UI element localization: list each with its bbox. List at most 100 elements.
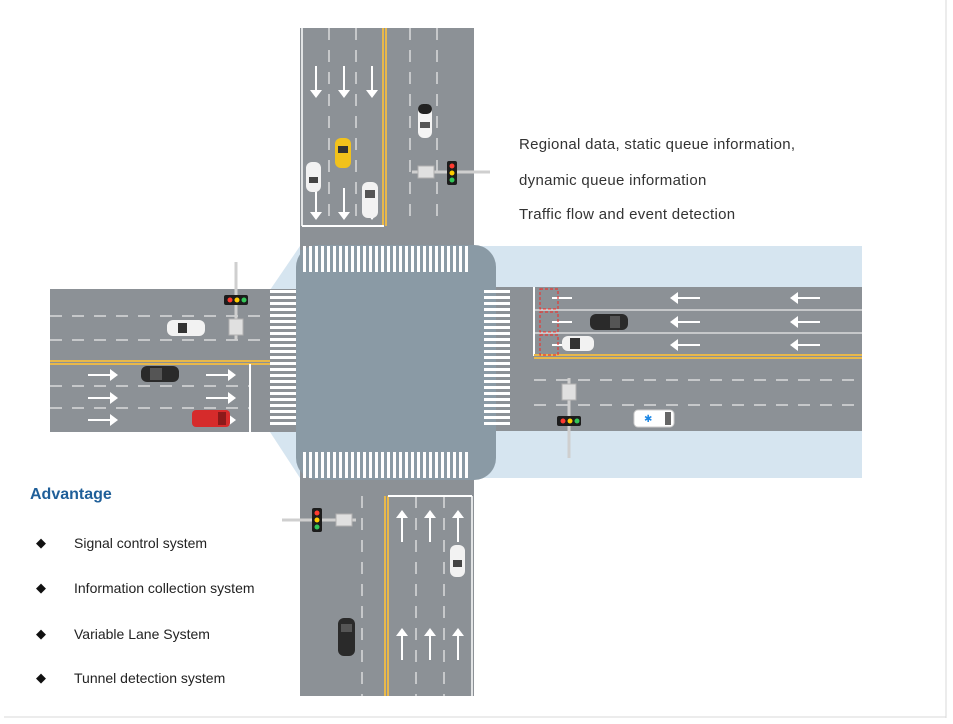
crosswalk-stripe (399, 246, 402, 272)
crosswalk-stripe (357, 452, 360, 478)
crosswalk-stripe (309, 452, 312, 478)
crosswalk-stripe (453, 452, 456, 478)
car-black (590, 314, 628, 330)
crosswalk-stripe (270, 416, 296, 419)
crosswalk-stripe (270, 308, 296, 311)
crosswalk-stripe (270, 398, 296, 401)
crosswalk-stripe (459, 452, 462, 478)
crosswalk-stripe (484, 344, 510, 347)
advantage-label: Information collection system (74, 580, 255, 596)
crosswalk-stripe (351, 452, 354, 478)
crosswalk-stripe (351, 246, 354, 272)
crosswalk-stripe (270, 404, 296, 407)
crosswalk-stripe (435, 246, 438, 272)
crosswalk-stripe (417, 246, 420, 272)
crosswalk-stripe (405, 246, 408, 272)
crosswalk-stripe (270, 380, 296, 383)
advantage-item: ◆ Tunnel detection system (36, 668, 225, 688)
signal-east (557, 378, 581, 458)
crosswalk-stripe (375, 452, 378, 478)
advantage-label: Signal control system (74, 535, 208, 551)
signal-north (412, 161, 490, 185)
advantage-item: ◆ Signal control system (36, 533, 207, 553)
crosswalk-stripe (270, 350, 296, 353)
crosswalk-stripe (411, 452, 414, 478)
crosswalk-stripe (484, 386, 510, 389)
crosswalk-stripe (381, 246, 384, 272)
svg-text:✱: ✱ (644, 414, 652, 425)
car-white (450, 545, 465, 577)
diamond-bullet-icon: ◆ (36, 535, 46, 550)
crosswalk-stripe (381, 452, 384, 478)
car-black (338, 618, 355, 656)
crosswalk-stripe (405, 452, 408, 478)
crosswalk-stripe (270, 422, 296, 425)
crosswalk-stripe (484, 356, 510, 359)
crosswalk-stripe (270, 314, 296, 317)
crosswalk-stripe (387, 452, 390, 478)
crosswalk-east (484, 290, 510, 425)
crosswalk-stripe (453, 246, 456, 272)
crosswalk-stripe (270, 344, 296, 347)
crosswalk-stripe (393, 452, 396, 478)
crosswalk-stripe (459, 246, 462, 272)
crosswalk-stripe (321, 246, 324, 272)
crosswalk-stripe (345, 452, 348, 478)
diamond-bullet-icon: ◆ (36, 626, 46, 641)
crosswalk-stripe (270, 386, 296, 389)
crosswalk-stripe (375, 246, 378, 272)
crosswalk-stripe (484, 320, 510, 323)
crosswalk-stripe (484, 410, 510, 413)
info-line-regional: Regional data, static queue information, (519, 136, 796, 153)
crosswalk-stripe (441, 452, 444, 478)
crosswalk-stripe (369, 452, 372, 478)
crosswalk-stripe (387, 246, 390, 272)
crosswalk-stripe (339, 452, 342, 478)
crosswalk-stripe (270, 296, 296, 299)
crosswalk-stripe (484, 422, 510, 425)
crosswalk-stripe (399, 452, 402, 478)
detection-boxes (539, 288, 559, 356)
crosswalk-stripe (447, 452, 450, 478)
crosswalk-stripe (423, 452, 426, 478)
car-red-truck (192, 410, 230, 427)
crosswalk-stripe (484, 368, 510, 371)
crosswalk-stripe (270, 410, 296, 413)
crosswalk-stripe (363, 246, 366, 272)
crosswalk-stripe (315, 246, 318, 272)
crosswalk-stripe (270, 362, 296, 365)
lane-arrow (396, 510, 464, 660)
advantage-title: Advantage (30, 486, 112, 503)
crosswalk-stripe (270, 302, 296, 305)
car-white (167, 320, 205, 336)
crosswalk-stripe (484, 332, 510, 335)
crosswalk-stripe (447, 246, 450, 272)
crosswalk-stripe (484, 404, 510, 407)
crosswalk-stripe (484, 302, 510, 305)
crosswalk-stripe (484, 374, 510, 377)
crosswalk-stripe (357, 246, 360, 272)
crosswalk-stripe (270, 290, 296, 293)
crosswalk-stripe (417, 452, 420, 478)
crosswalk-stripe (270, 368, 296, 371)
crosswalk-stripe (315, 452, 318, 478)
crosswalk-stripe (484, 362, 510, 365)
diamond-bullet-icon: ◆ (36, 670, 46, 685)
crosswalk-stripe (303, 452, 306, 478)
crosswalk-stripe (270, 374, 296, 377)
crosswalk-stripe (327, 452, 330, 478)
crosswalk-stripe (339, 246, 342, 272)
crosswalk-stripe (465, 452, 468, 478)
advantage-item: ◆ Variable Lane System (36, 624, 210, 644)
car-police (418, 104, 432, 138)
crosswalk-stripe (333, 246, 336, 272)
crosswalk-stripe (484, 314, 510, 317)
car-white (562, 336, 594, 351)
car-yellow (335, 138, 351, 168)
crosswalk-stripe (484, 326, 510, 329)
crosswalk-stripe (270, 338, 296, 341)
crosswalk-stripe (345, 246, 348, 272)
car-black (141, 366, 179, 382)
crosswalk-stripe (484, 308, 510, 311)
